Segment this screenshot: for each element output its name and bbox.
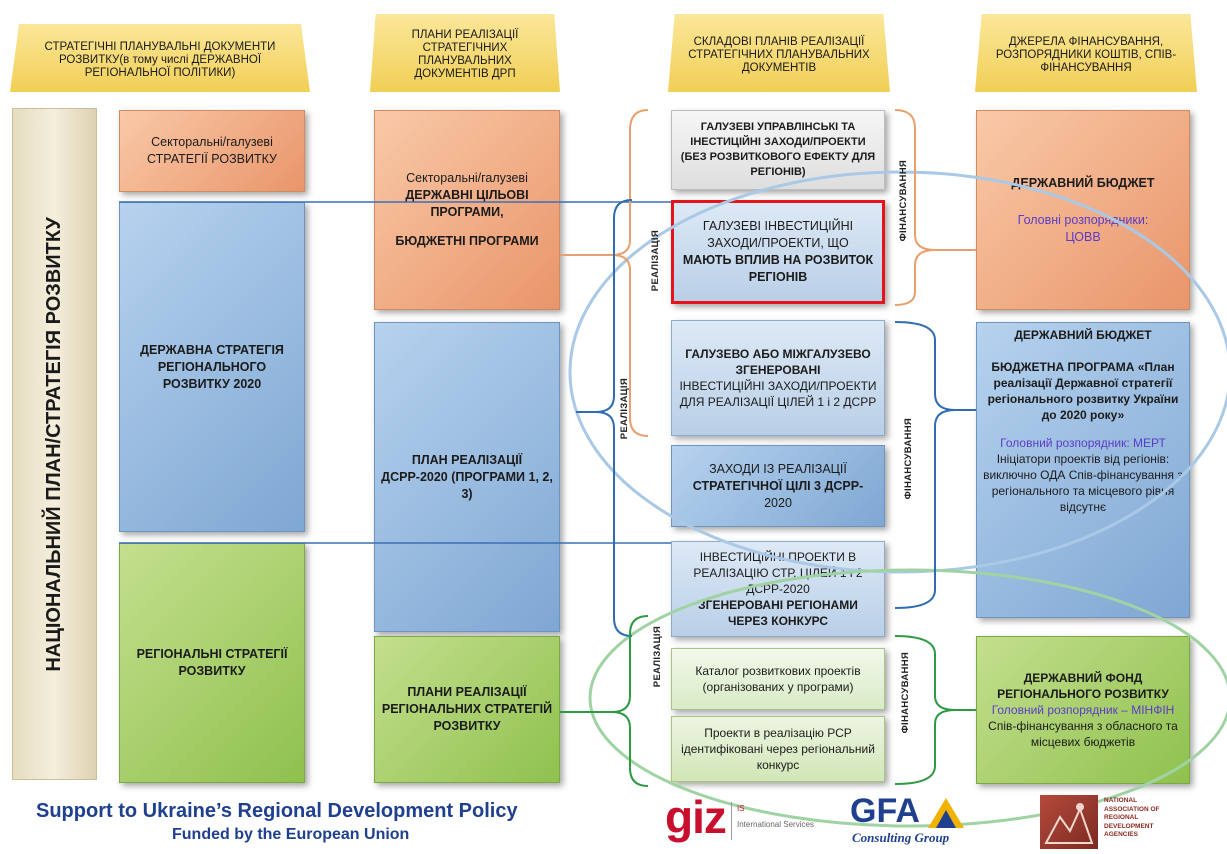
nara-line5: AGENCIES — [1104, 831, 1138, 839]
budget-program-manager: Головний розпорядник: МЕРТ — [1000, 436, 1166, 450]
generated-projects-line2: ІНВЕСТИЦІЙНІ ЗАХОДИ/ПРОЕКТИ ДЛЯ РЕАЛІЗАЦ… — [679, 379, 877, 409]
regional-fund-note: Спів-фінансування з обласного та місцеви… — [988, 719, 1178, 749]
financing-label-3: ФІНАНСУВАННЯ — [900, 652, 911, 734]
regional-fund-manager: Головний розпорядник – МІНФІН — [991, 703, 1175, 717]
header-col3: СКЛАДОВІ ПЛАНІВ РЕАЛІЗАЦІЇ СТРАТЕГІЧНИХ … — [668, 14, 890, 92]
goal3-line3: 2020 — [764, 495, 792, 510]
gfa-logo: GFA Consulting Group — [848, 792, 978, 848]
nara-logo: NATIONAL ASSOCIATION OF REGIONAL DEVELOP… — [1040, 795, 1210, 849]
realization-label-1: РЕАЛІЗАЦІЯ — [650, 230, 661, 292]
realization-label-3: РЕАЛІЗАЦІЯ — [652, 626, 663, 688]
goal3-measures-box: ЗАХОДИ ІЗ РЕАЛІЗАЦІЇ СТРАТЕГІЧНОЇ ЦІЛІ 3… — [671, 445, 885, 527]
state-budget-box-1: ДЕРЖАВНИЙ БЮДЖЕТ Головні розпорядники: Ц… — [976, 110, 1190, 310]
sector-investment-line1: ГАЛУЗЕВІ ІНВЕСТИЦІЙНІ ЗАХОДИ/ПРОЕКТИ, ЩО — [702, 219, 854, 250]
competition-line2: ЗГЕНЕРОВАНІ РЕГІОНАМИ ЧЕРЕЗ КОНКУРС — [698, 598, 858, 628]
competition-line1: ІНВЕСТИЦІЙНІ ПРОЕКТИ В РЕАЛІЗАЦІЮ СТР. Ц… — [693, 550, 863, 596]
pillar-label: НАЦІОНАЛЬНИЙ ПЛАН/СТРАТЕГІЯ РОЗВИТКУ — [43, 216, 65, 672]
giz-sub1: IS — [737, 804, 745, 813]
budget-program-text: БЮДЖЕТНА ПРОГРАМА «План реалізації Держа… — [987, 360, 1179, 422]
header-col2: ПЛАНИ РЕАЛІЗАЦІЇ СТРАТЕГІЧНИХ ПЛАНУВАЛЬН… — [370, 14, 560, 92]
gfa-sub: Consulting Group — [852, 830, 950, 845]
budget-program-note: Ініціатори проектів від регіонів: виключ… — [983, 452, 1183, 514]
footer-subtitle: Funded by the European Union — [172, 826, 410, 843]
nara-line4: DEVELOPMENT — [1104, 822, 1154, 830]
regional-plans-box: ПЛАНИ РЕАЛІЗАЦІЇ РЕГІОНАЛЬНИХ СТРАТЕГІЙ … — [374, 636, 560, 783]
financing-label-1: ФІНАНСУВАННЯ — [898, 160, 909, 242]
state-budget-1-managers: Головні розпорядники: ЦОВВ — [1017, 212, 1149, 244]
competition-projects-box: ІНВЕСТИЦІЙНІ ПРОЕКТИ В РЕАЛІЗАЦІЮ СТР. Ц… — [671, 541, 885, 637]
regional-fund-title: ДЕРЖАВНИЙ ФОНД РЕГІОНАЛЬНОГО РОЗВИТКУ — [997, 671, 1169, 701]
regional-strategies-box: РЕГІОНАЛЬНІ СТРАТЕГІЇ РОЗВИТКУ — [119, 543, 305, 783]
state-strategy-box: ДЕРЖАВНА СТРАТЕГІЯ РЕГІОНАЛЬНОГО РОЗВИТК… — [119, 202, 305, 532]
state-budget-2-title: ДЕРЖАВНИЙ БЮДЖЕТ — [1014, 328, 1152, 342]
gfa-logo-text: GFA — [850, 792, 920, 830]
financing-label-2: ФІНАНСУВАННЯ — [903, 418, 914, 500]
sector-programs-line1: Секторальні/галузеві — [406, 171, 528, 185]
sector-programs-line3: БЮДЖЕТНІ ПРОГРАМИ — [395, 234, 539, 248]
national-plan-pillar: НАЦІОНАЛЬНИЙ ПЛАН/СТРАТЕГІЯ РОЗВИТКУ — [12, 108, 97, 780]
gfa-triangle-icon — [928, 798, 964, 828]
sector-investment-box: ГАЛУЗЕВІ ІНВЕСТИЦІЙНІ ЗАХОДИ/ПРОЕКТИ, ЩО… — [671, 200, 885, 304]
realization-label-2: РЕАЛІЗАЦІЯ — [619, 378, 630, 440]
green-realization-brace — [611, 615, 649, 787]
project-catalog-box: Каталог розвиткових проектів (організова… — [671, 648, 885, 710]
goal3-line1: ЗАХОДИ ІЗ РЕАЛІЗАЦІЇ — [709, 461, 847, 476]
sector-investment-line2: МАЮТЬ ВПЛИВ НА РОЗВИТОК РЕГІОНІВ — [682, 253, 874, 284]
sector-strategies-box: Секторальні/галузеві СТРАТЕГІЇ РОЗВИТКУ — [119, 110, 305, 192]
header-col1: СТРАТЕГІЧНІ ПЛАНУВАЛЬНІ ДОКУМЕНТИ РОЗВИТ… — [10, 24, 310, 92]
giz-divider — [731, 802, 732, 840]
sector-measures-box: ГАЛУЗЕВІ УПРАВЛІНСЬКІ ТА ІНЕСТИЦІЙНІ ЗАХ… — [671, 110, 885, 190]
nara-line2: ASSOCIATION OF — [1104, 805, 1160, 813]
nara-text: NATIONAL ASSOCIATION OF REGIONAL DEVELOP… — [1104, 797, 1160, 840]
footer-title: Support to Ukraine’s Regional Developmen… — [36, 800, 518, 822]
nara-line3: REGIONAL — [1104, 814, 1139, 822]
header-col4: ДЖЕРЕЛА ФІНАНСУВАННЯ, РОЗПОРЯДНИКИ КОШТІ… — [975, 14, 1197, 92]
giz-logo-text: giz — [665, 791, 727, 843]
generated-projects-line1: ГАЛУЗЕВО АБО МІЖГАЛУЗЕВО ЗГЕНЕРОВАНІ — [685, 347, 871, 377]
orange-realization-brace — [611, 109, 649, 437]
nara-line1: NATIONAL — [1104, 797, 1138, 804]
state-budget-box-2: ДЕРЖАВНИЙ БЮДЖЕТ БЮДЖЕТНА ПРОГРАМА «План… — [976, 322, 1190, 618]
giz-sub2: International Services — [737, 820, 814, 829]
goal3-line2: СТРАТЕГІЧНОЇ ЦІЛІ 3 ДСРР- — [692, 478, 864, 493]
nara-emblem-icon — [1040, 795, 1098, 849]
regional-fund-box: ДЕРЖАВНИЙ ФОНД РЕГІОНАЛЬНОГО РОЗВИТКУ Го… — [976, 636, 1190, 784]
state-budget-1-title: ДЕРЖАВНИЙ БЮДЖЕТ — [1011, 175, 1155, 190]
dsrr-plan-box: ПЛАН РЕАЛІЗАЦІЇ ДСРР-2020 (ПРОГРАМИ 1, 2… — [374, 322, 560, 632]
sector-programs-line2: ДЕРЖАВНІ ЦІЛЬОВІ ПРОГРАМИ, — [405, 188, 529, 219]
sector-programs-box: Секторальні/галузеві ДЕРЖАВНІ ЦІЛЬОВІ ПР… — [374, 110, 560, 310]
giz-logo: giz IS International Services — [665, 791, 835, 846]
generated-projects-box: ГАЛУЗЕВО АБО МІЖГАЛУЗЕВО ЗГЕНЕРОВАНІ ІНВ… — [671, 320, 885, 436]
regional-competition-box: Проекти в реалізацію РСР ідентифіковані … — [671, 716, 885, 782]
